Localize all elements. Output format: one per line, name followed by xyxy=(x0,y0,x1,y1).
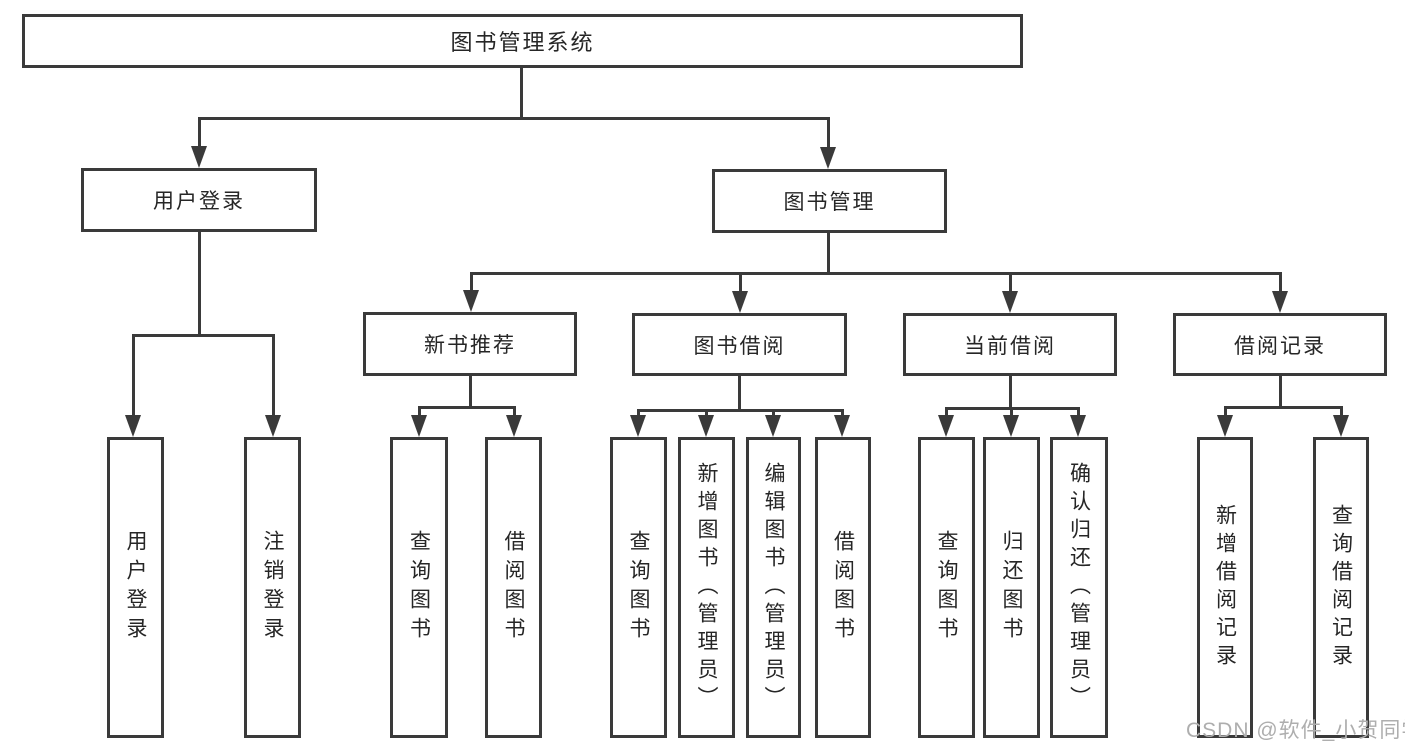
node-borrow-record: 借阅记录 xyxy=(1173,313,1387,376)
leaf-borrow-edit-book: 编辑图书（管理员） xyxy=(746,437,801,738)
arrowhead-down-icon xyxy=(1272,291,1288,313)
connector-line xyxy=(132,334,135,416)
leaf-label: 归还图书 xyxy=(1000,529,1023,646)
connector-line xyxy=(132,334,275,337)
leaf-borrow-query: 查询图书 xyxy=(610,437,667,738)
leaf-newbook-query: 查询图书 xyxy=(390,437,448,738)
leaf-record-query: 查询借阅记录 xyxy=(1313,437,1369,738)
leaf-borrow-add-book: 新增图书（管理员） xyxy=(678,437,735,738)
arrowhead-down-icon xyxy=(698,415,714,437)
arrowhead-down-icon xyxy=(1002,291,1018,313)
leaf-label: 编辑图书（管理员） xyxy=(762,461,785,714)
node-current-borrow: 当前借阅 xyxy=(903,313,1117,376)
arrowhead-down-icon xyxy=(938,415,954,437)
connector-line xyxy=(772,409,775,418)
connector-line xyxy=(1009,376,1012,410)
csdn-watermark: CSDN @软件_小贺同学 xyxy=(1186,719,1405,742)
connector-line xyxy=(637,409,844,412)
leaf-logout: 注销登录 xyxy=(244,437,301,738)
leaf-label: 注销登录 xyxy=(261,529,284,646)
connector-line xyxy=(1009,272,1012,292)
arrowhead-down-icon xyxy=(411,415,427,437)
connector-line xyxy=(1077,407,1080,418)
arrowhead-down-icon xyxy=(630,415,646,437)
leaf-user-login: 用户登录 xyxy=(107,437,164,738)
leaf-label: 新增图书（管理员） xyxy=(695,461,718,714)
connector-line xyxy=(1010,407,1013,418)
connector-line xyxy=(1340,406,1343,418)
node-new-book-recommend: 新书推荐 xyxy=(363,312,577,376)
connector-line xyxy=(827,233,830,275)
arrowhead-down-icon xyxy=(1070,415,1086,437)
leaf-newbook-borrow: 借阅图书 xyxy=(485,437,542,738)
arrowhead-down-icon xyxy=(506,415,522,437)
connector-line xyxy=(1224,406,1343,409)
connector-line xyxy=(1279,376,1282,408)
leaf-current-query: 查询图书 xyxy=(918,437,975,738)
connector-line xyxy=(470,272,1282,275)
leaf-label: 确认归还（管理员） xyxy=(1067,461,1091,714)
leaf-label: 借阅图书 xyxy=(502,529,525,646)
leaf-current-confirm-return: 确认归还（管理员） xyxy=(1050,437,1108,738)
connector-line xyxy=(198,117,201,148)
arrowhead-down-icon xyxy=(265,415,281,437)
connector-line xyxy=(738,376,741,412)
arrowhead-down-icon xyxy=(1003,415,1019,437)
node-book-borrow: 图书借阅 xyxy=(632,313,847,376)
connector-line xyxy=(841,409,844,418)
connector-line xyxy=(198,232,201,337)
connector-line xyxy=(470,272,473,292)
connector-line xyxy=(418,406,516,409)
arrowhead-down-icon xyxy=(1333,415,1349,437)
connector-line xyxy=(1279,272,1282,292)
arrowhead-down-icon xyxy=(463,290,479,312)
connector-line xyxy=(945,407,948,418)
leaf-label: 查询借阅记录 xyxy=(1329,503,1353,672)
connector-line xyxy=(705,409,708,418)
connector-line xyxy=(827,117,830,148)
connector-line xyxy=(1224,406,1227,418)
leaf-current-return: 归还图书 xyxy=(983,437,1040,738)
leaf-label: 查询图书 xyxy=(627,529,650,646)
leaf-label: 用户登录 xyxy=(124,529,147,646)
leaf-borrow-borrow-book: 借阅图书 xyxy=(815,437,871,738)
connector-line xyxy=(513,406,516,418)
arrowhead-down-icon xyxy=(765,415,781,437)
leaf-label: 查询图书 xyxy=(407,529,431,646)
connector-line xyxy=(637,409,640,418)
connector-line xyxy=(520,68,523,120)
connector-line xyxy=(739,272,742,292)
arrowhead-down-icon xyxy=(820,147,836,169)
leaf-label: 查询图书 xyxy=(935,529,958,646)
leaf-record-add: 新增借阅记录 xyxy=(1197,437,1253,738)
node-book-management: 图书管理 xyxy=(712,169,947,233)
arrowhead-down-icon xyxy=(191,146,207,168)
connector-line xyxy=(198,117,830,120)
connector-line xyxy=(272,334,275,416)
connector-line xyxy=(418,406,421,418)
leaf-label: 借阅图书 xyxy=(831,529,855,646)
connector-line xyxy=(469,376,472,409)
arrowhead-down-icon xyxy=(125,415,141,437)
arrowhead-down-icon xyxy=(1217,415,1233,437)
arrowhead-down-icon xyxy=(834,415,850,437)
node-root: 图书管理系统 xyxy=(22,14,1023,68)
node-user-login: 用户登录 xyxy=(81,168,317,232)
arrowhead-down-icon xyxy=(732,291,748,313)
leaf-label: 新增借阅记录 xyxy=(1213,503,1237,672)
